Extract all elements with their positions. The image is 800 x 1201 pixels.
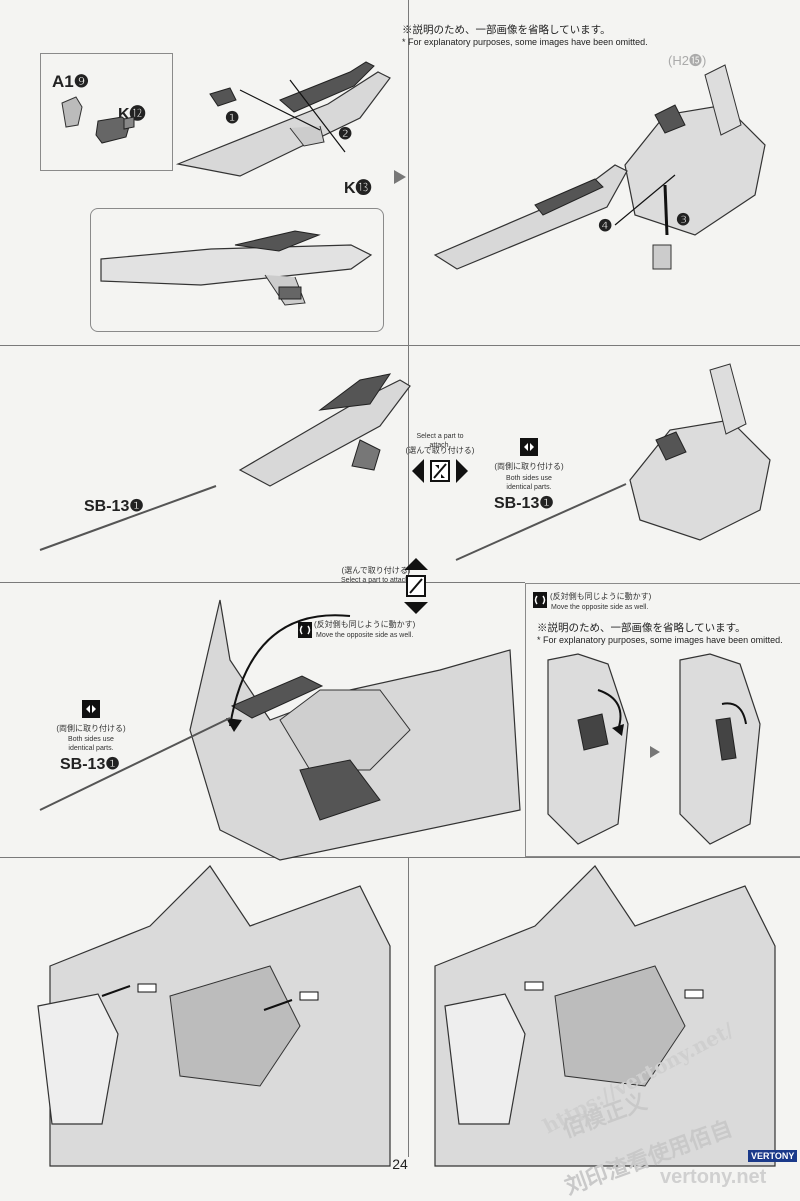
both-sides-jp-a: (両側に取り付ける) <box>494 462 564 471</box>
select-part-jp-bottom: (選んで取り付ける) <box>341 566 411 575</box>
omitted-note-en: * For explanatory purposes, some images … <box>402 37 648 47</box>
both-sides-icon-b <box>82 700 100 718</box>
select-part-icon-horizontal <box>412 459 468 483</box>
omitted-note-jp: ※説明のため、一部画像を省略しています。 <box>402 24 611 36</box>
divider-row1 <box>0 345 800 346</box>
robot-head-with-stick-illustration <box>39 599 521 861</box>
omitted-note-en-detail: * For explanatory purposes, some images … <box>537 635 783 645</box>
detail-box-right <box>525 583 800 857</box>
shield-detail-after <box>679 653 761 845</box>
both-sides-en1-b: Both sides use <box>68 736 114 743</box>
assembled-rifle-box <box>90 208 384 332</box>
step-marker-2: ❷ <box>338 126 353 143</box>
both-sides-jp-b: (両側に取り付ける) <box>56 724 126 733</box>
shield-detail-before <box>547 653 629 845</box>
opposite-side-en-b: Move the opposite side as well. <box>551 604 649 611</box>
divider-col-top <box>408 0 409 345</box>
torso-illustration-right <box>434 865 776 1167</box>
part-label-sb13-b: SB-13❶ <box>494 495 554 512</box>
shield-and-rifle-illustration <box>433 64 766 270</box>
select-part-jp-top: (選んで取り付ける) <box>405 446 475 455</box>
both-sides-en2-b: identical parts. <box>68 745 114 752</box>
rifle-with-stick-illustration <box>39 373 411 551</box>
both-sides-icon-a <box>520 438 538 456</box>
divider-row3 <box>0 857 800 858</box>
divider-col-bottom <box>408 857 409 1157</box>
part-label-h2: (H2⓯) <box>668 53 707 68</box>
both-sides-en2-a: identical parts. <box>506 484 552 491</box>
select-part-icon-vertical <box>404 558 428 614</box>
part-label-sb13-c: SB-13❶ <box>60 756 120 773</box>
step-marker-3: ❸ <box>676 212 691 229</box>
part-label-a19: A1❾ <box>52 72 89 91</box>
torso-illustration-left <box>37 865 391 1167</box>
arrow-between-details <box>650 746 660 758</box>
divider-col-mid <box>408 345 409 582</box>
rifle-illustration-top <box>175 61 391 177</box>
step-marker-1: ❶ <box>225 110 240 127</box>
step-marker-4: ❹ <box>598 218 613 235</box>
opposite-side-en-a: Move the opposite side as well. <box>316 632 414 639</box>
parts-inset-box <box>40 53 173 171</box>
opposite-side-jp-b: (反対側も同じように動かす) <box>550 592 652 601</box>
parts-inset-illustration <box>61 96 135 144</box>
divider-row2 <box>0 582 525 583</box>
both-sides-en1-a: Both sides use <box>506 475 552 482</box>
assembled-rifle-illustration <box>100 230 373 306</box>
shield-with-stick-illustration <box>455 363 771 561</box>
select-part-en-bottom: Select a part to attach. <box>340 577 412 584</box>
omitted-note-jp-detail: ※説明のため、一部画像を省略しています。 <box>537 622 746 634</box>
opposite-side-icon-b <box>533 592 547 608</box>
omitted-note-detail: ※説明のため、一部画像を省略しています。 * For explanatory p… <box>537 622 783 646</box>
omitted-note-top: ※説明のため、一部画像を省略しています。 * For explanatory p… <box>402 24 648 48</box>
page-number: 24 <box>392 1156 408 1172</box>
watermark-brand: vertony.net <box>660 1166 767 1188</box>
arrow-to-next-step <box>394 170 406 184</box>
part-label-k13: K⓭ <box>344 180 372 197</box>
select-part-en-top: Select a part to attach. <box>416 433 464 449</box>
opposite-side-icon-a <box>298 622 312 638</box>
part-label-sb13-a: SB-13❶ <box>84 498 144 515</box>
watermark-brand-tag: VERTONY <box>748 1150 798 1162</box>
opposite-side-jp-a: (反対側も同じように動かす) <box>314 620 416 629</box>
